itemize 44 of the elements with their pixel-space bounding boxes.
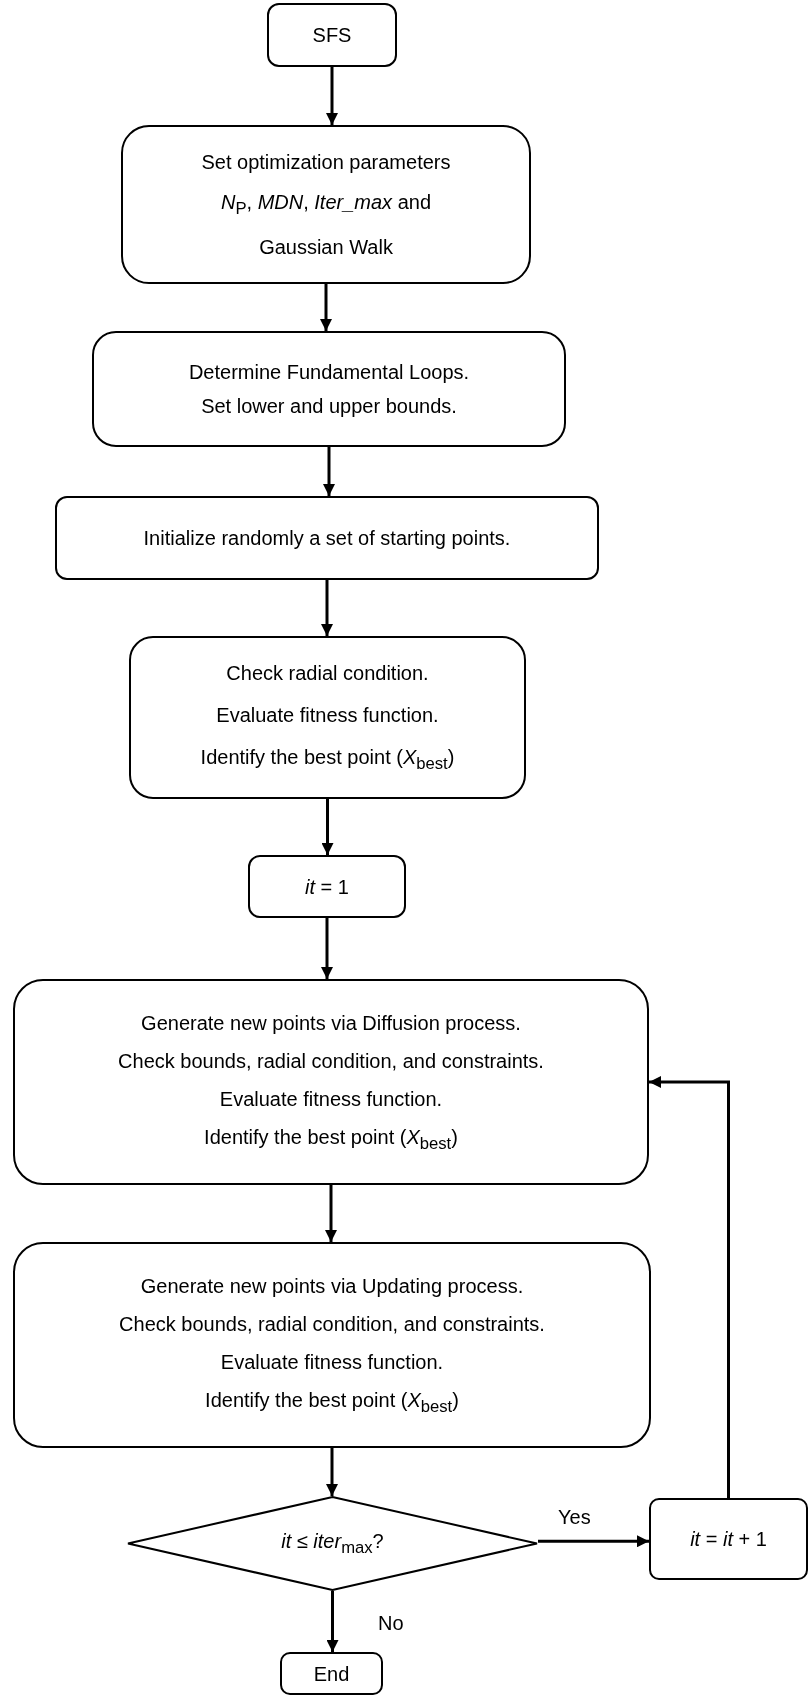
process-box [13, 1242, 651, 1448]
arrow [538, 1535, 649, 1548]
arrow [321, 580, 333, 636]
box-text: Initialize randomly a set of starting points. [143, 526, 511, 550]
box-text: Set lower and upper bounds. [201, 394, 457, 418]
box-text: Check bounds, radial condition, and constraints. [118, 1048, 544, 1073]
process-box [267, 3, 397, 67]
box-text: End [313, 1661, 350, 1686]
process-box [248, 855, 406, 918]
arrow [321, 918, 333, 979]
box-text: it = it + 1 [690, 1527, 767, 1551]
box-text: Check bounds, radial condition, and constraints. [119, 1311, 545, 1336]
box-text: Generate new points via Diffusion process. [141, 1010, 521, 1035]
box-text: Gaussian Walk [259, 235, 393, 259]
box-text: Identify the best point (X$_{best}$) [205, 1387, 459, 1417]
process-box [13, 979, 649, 1185]
box-text: Evaluate fitness function. [216, 703, 439, 727]
arrow [320, 284, 332, 331]
box-text: Determine Fundamental Loops. [188, 360, 470, 384]
box-text: Identify the best point (X$_{best}$) [200, 745, 455, 774]
decision-diamond [127, 1496, 538, 1591]
arrow [323, 447, 335, 496]
process-box [129, 636, 526, 799]
process-box [121, 125, 531, 284]
box-text: Evaluate fitness function. [220, 1349, 444, 1374]
box-text: it ≤ iter$_{max}$? [281, 1529, 384, 1558]
process-box [280, 1652, 383, 1695]
process-box [92, 331, 566, 447]
arrow [321, 799, 334, 855]
box-text: Generate new points via Updating process. [140, 1273, 524, 1298]
arrow [326, 1448, 338, 1496]
box-text: Evaluate fitness function. [219, 1086, 443, 1111]
arrow [649, 1076, 730, 1498]
process-box [55, 496, 599, 580]
box-text: it = 1 [305, 874, 349, 899]
box-text: N$_{P}$, MDN, Iter_max and [220, 190, 432, 219]
process-box [649, 1498, 808, 1580]
box-text: Set optimization parameters [201, 150, 451, 174]
arrow [326, 1591, 339, 1652]
box-text: SFS [312, 23, 352, 47]
box-text: Identify the best point (X$_{best}$) [204, 1124, 458, 1154]
box-text: Check radial condition. [226, 661, 429, 685]
arrow [325, 1185, 337, 1242]
arrow [326, 67, 338, 125]
